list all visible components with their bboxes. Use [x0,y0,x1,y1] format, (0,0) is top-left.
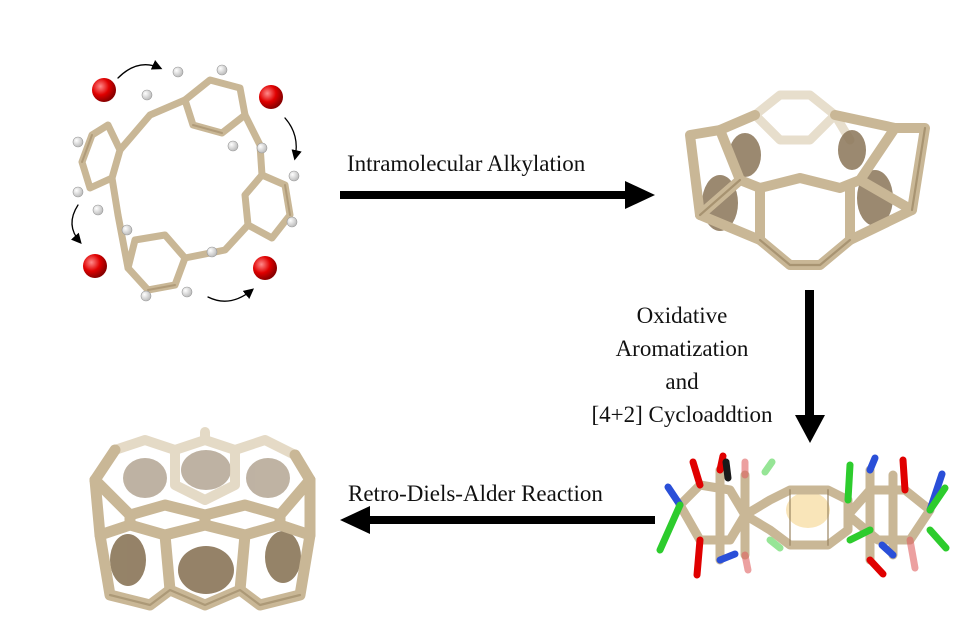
step2-line-1: Oxidative [636,303,728,328]
arrow-oxidation [795,290,825,443]
arrow-alkylation [340,181,655,209]
step2-label: Oxidative Aromatization and [4+2] Cycloa… [562,304,802,426]
carbon-nanobelt [89,427,316,611]
diels-alder-adduct [656,452,950,579]
arrow-retro-diels-alder [340,506,655,534]
precursor-macrocycle [70,60,302,302]
alkylated-cage [685,90,930,270]
oxygen-atoms [83,78,283,280]
step3-label: Retro-Diels-Alder Reaction [348,481,603,506]
step2-line-3: and [665,369,699,394]
step2-line-2: Aromatization [615,336,749,361]
step2-line-4: [4+2] Cycloaddtion [591,402,773,427]
step1-label: Intramolecular Alkylation [347,151,586,176]
